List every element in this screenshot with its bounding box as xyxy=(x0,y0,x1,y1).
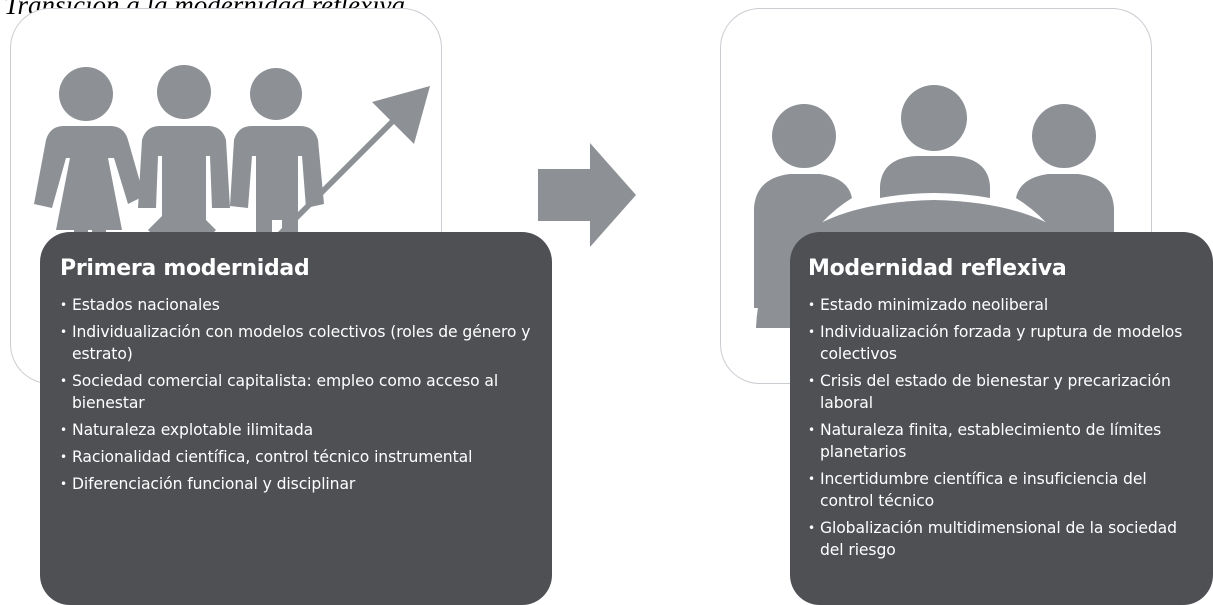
list-item: Sociedad comercial capitalista: empleo c… xyxy=(60,370,532,414)
list-item: Individualización con modelos colectivos… xyxy=(60,321,532,365)
list-item: Estados nacionales xyxy=(60,294,532,316)
modernidad-reflexiva-panel: Modernidad reflexiva Estado minimizado n… xyxy=(790,232,1213,605)
family-growth-icon xyxy=(34,65,430,308)
list-item: Crisis del estado de bienestar y precari… xyxy=(808,370,1197,414)
list-item: Naturaleza explotable ilimitada xyxy=(60,419,532,441)
list-item: Individualización forzada y ruptura de m… xyxy=(808,321,1197,365)
panel-heading: Modernidad reflexiva xyxy=(808,256,1067,281)
list-item: Naturaleza finita, establecimiento de lí… xyxy=(808,419,1197,463)
list-item: Globalización multidimensional de la soc… xyxy=(808,517,1197,561)
panel-heading: Primera modernidad xyxy=(60,256,310,281)
primera-modernidad-panel: Primera modernidad Estados nacionales In… xyxy=(40,232,552,605)
bullet-list: Estado minimizado neoliberal Individuali… xyxy=(808,294,1197,561)
list-item: Estado minimizado neoliberal xyxy=(808,294,1197,316)
list-item: Racionalidad científica, control técnico… xyxy=(60,446,532,468)
list-item: Incertidumbre científica e insuficiencia… xyxy=(808,468,1197,512)
list-item: Diferenciación funcional y disciplinar xyxy=(60,473,532,495)
bullet-list: Estados nacionales Individualización con… xyxy=(60,294,532,495)
right-arrow-icon xyxy=(538,143,636,247)
